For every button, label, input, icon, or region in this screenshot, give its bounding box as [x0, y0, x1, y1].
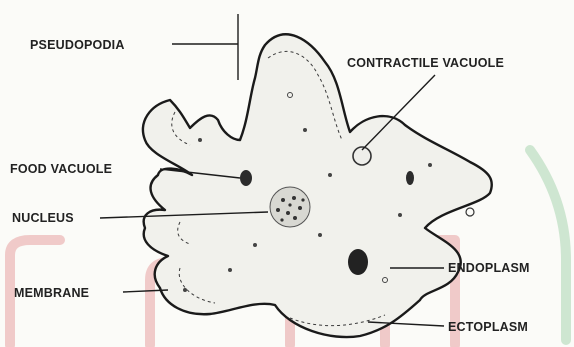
- chromatin-dot: [280, 218, 283, 221]
- granule: [328, 173, 332, 177]
- chromatin-dot: [288, 203, 291, 206]
- chromatin-dot: [292, 196, 296, 200]
- chromatin-dot: [293, 216, 297, 220]
- food-vacuole: [406, 171, 414, 185]
- label-contractile-vacuole: CONTRACTILE VACUOLE: [347, 56, 504, 70]
- granule: [398, 213, 402, 217]
- granule: [228, 268, 232, 272]
- watermark-stroke: [530, 150, 566, 340]
- label-food-vacuole: FOOD VACUOLE: [10, 162, 112, 176]
- label-endoplasm: ENDOPLASM: [448, 261, 530, 275]
- granule: [428, 163, 432, 167]
- granule: [318, 233, 322, 237]
- granule: [303, 128, 307, 132]
- label-nucleus: NUCLEUS: [12, 211, 74, 225]
- food-vacuole-dark: [348, 249, 368, 275]
- amoeba-cell: [143, 34, 492, 337]
- label-pseudopodia: PSEUDOPODIA: [30, 38, 125, 52]
- cell-membrane-outline: [143, 34, 492, 337]
- chromatin-dot: [298, 206, 302, 210]
- granule: [198, 138, 202, 142]
- chromatin-dot: [301, 198, 304, 201]
- granule: [183, 288, 187, 292]
- nucleus-body: [270, 187, 310, 227]
- label-ectoplasm: ECTOPLASM: [448, 320, 528, 334]
- label-membrane: MEMBRANE: [14, 286, 89, 300]
- chromatin-dot: [281, 198, 285, 202]
- chromatin-dot: [286, 211, 290, 215]
- granule: [253, 243, 257, 247]
- chromatin-dot: [276, 208, 280, 212]
- granule: [466, 208, 474, 216]
- nucleus: [270, 187, 310, 227]
- food-vacuole: [240, 170, 252, 186]
